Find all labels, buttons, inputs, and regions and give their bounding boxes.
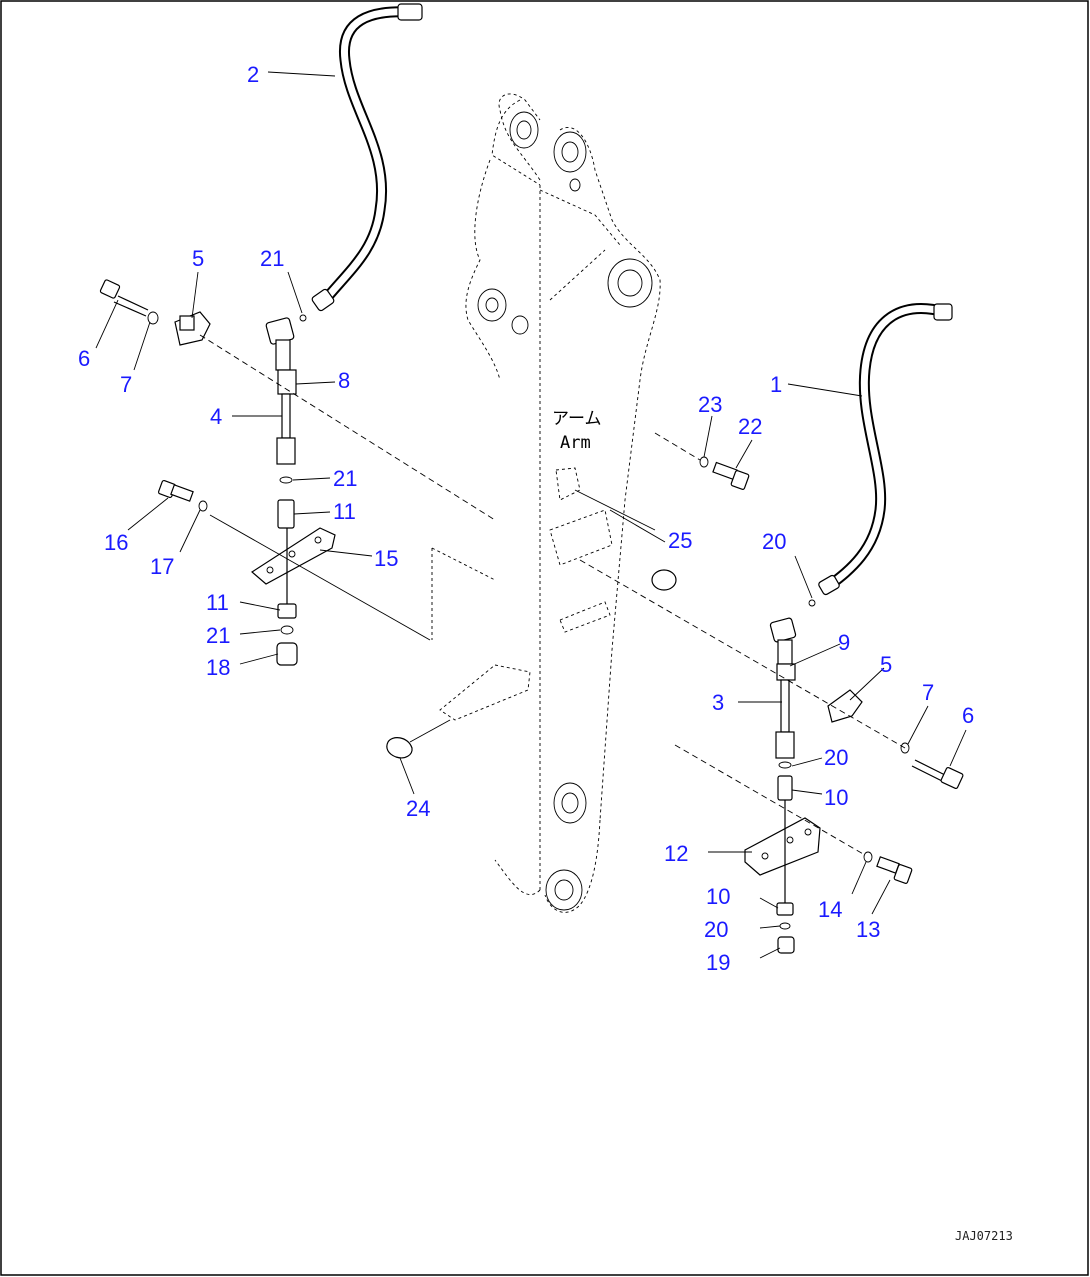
- callout-c24: 24: [406, 796, 430, 821]
- tube-4: [265, 317, 297, 465]
- callout-c11b: 11: [206, 590, 229, 615]
- callout-c10b: 10: [706, 884, 730, 909]
- clamp-5-right: [827, 689, 863, 723]
- hose-1: [818, 303, 953, 596]
- callout-c3: 3: [712, 690, 724, 715]
- callout-c20b: 20: [824, 745, 848, 770]
- arm-label-en: Arm: [560, 433, 591, 453]
- callout-c8: 8: [338, 368, 350, 393]
- callout-c22: 22: [738, 414, 762, 439]
- plug-25: [651, 569, 677, 591]
- callout-layer: 2 21 5 6 7 8 4 21 11 16 17 15 11 21 18 24 1 23 22 25 20 9 5 3 7 6…: [78, 62, 974, 975]
- callout-c19: 19: [706, 950, 730, 975]
- callout-c4: 4: [210, 404, 222, 429]
- callout-c20c: 20: [704, 917, 728, 942]
- callout-c13: 13: [856, 917, 880, 942]
- arm-body: [431, 93, 661, 913]
- plug-24: [386, 737, 413, 759]
- callout-c7b: 7: [922, 680, 934, 705]
- callout-c1: 1: [770, 372, 782, 397]
- callout-c15: 15: [374, 546, 398, 571]
- arm-label-jp: アーム: [552, 409, 601, 429]
- bolt-6-right: [911, 759, 964, 789]
- clamp-5-left: [174, 311, 211, 346]
- bolt-6-left: [99, 279, 149, 317]
- callout-c14: 14: [818, 897, 842, 922]
- drawing-code: JAJ07213: [955, 1229, 1013, 1243]
- callout-c6a: 6: [78, 346, 90, 371]
- callout-c23: 23: [698, 392, 722, 417]
- tube-3: [769, 617, 797, 759]
- bolt-13: [876, 856, 913, 884]
- hose-2: [311, 3, 423, 312]
- callout-c16: 16: [104, 530, 128, 555]
- callout-c6b: 6: [962, 703, 974, 728]
- bolt-22: [712, 461, 750, 490]
- callout-c5a: 5: [192, 246, 204, 271]
- callout-c7a: 7: [120, 372, 132, 397]
- callout-c25: 25: [668, 528, 692, 553]
- callout-c10a: 10: [824, 785, 848, 810]
- callout-c12: 12: [664, 841, 688, 866]
- callout-c21a: 21: [260, 246, 284, 271]
- callout-c21b: 21: [333, 466, 357, 491]
- bracket-15: [250, 527, 336, 585]
- bolt-16: [157, 479, 194, 502]
- callout-c5b: 5: [880, 652, 892, 677]
- callout-c11a: 11: [333, 499, 356, 524]
- callout-c18: 18: [206, 655, 230, 680]
- callout-c2: 2: [247, 62, 259, 87]
- callout-c9: 9: [838, 630, 850, 655]
- bracket-12: [744, 817, 821, 876]
- callout-c20a: 20: [762, 529, 786, 554]
- leader-lines: [95, 71, 967, 959]
- callout-c21c: 21: [206, 623, 230, 648]
- callout-c17: 17: [150, 554, 174, 579]
